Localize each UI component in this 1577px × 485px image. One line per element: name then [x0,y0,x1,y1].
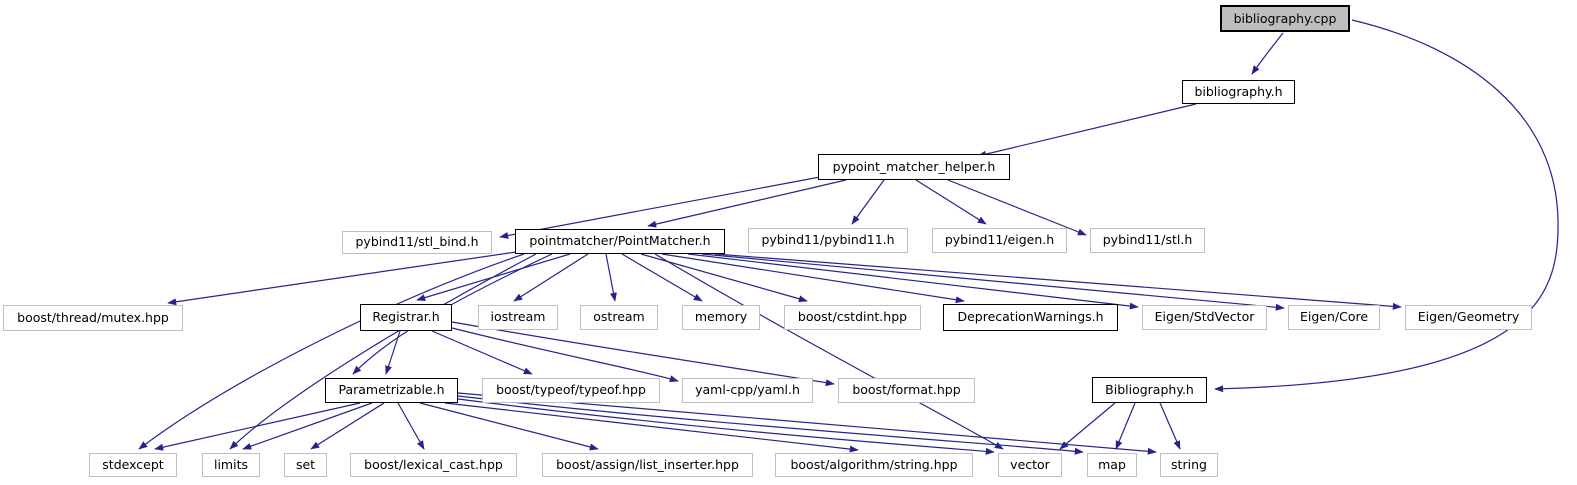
edge-parametrizable-h--stdexcept [154,402,361,451]
edge-pointmatcher-pointmatcher-h--iostream [513,253,589,302]
node-boost-algorithm-string-hpp[interactable]: boost/algorithm/string.hpp [775,453,973,477]
node-string[interactable]: string [1160,453,1218,477]
edge-registrar-h--yaml-cpp-yaml-h [451,327,679,383]
node-vector[interactable]: vector [998,453,1062,477]
edge-parametrizable-h--map [457,395,1084,455]
edge-pointmatcher-pointmatcher-h--limits [229,253,537,450]
node-map[interactable]: map [1087,453,1137,477]
node-boost-thread-mutex-hpp[interactable]: boost/thread/mutex.hpp [3,305,183,331]
edge-registrar-h--parametrizable-h [385,330,401,375]
node-memory[interactable]: memory [682,305,760,330]
node-limits[interactable]: limits [202,453,260,477]
node-set[interactable]: set [284,453,327,477]
node-pybind11-stl-bind-h[interactable]: pybind11/stl_bind.h [342,231,492,254]
node-eigen-geometry[interactable]: Eigen/Geometry [1405,305,1532,330]
edge-bibliography-lib-h--string [1159,402,1181,450]
edge-pointmatcher-pointmatcher-h--registrar-h [416,253,571,301]
node-pybind11-pybind11-h[interactable]: pybind11/pybind11.h [748,228,908,253]
edge-pypoint-matcher-helper-h--pybind11-stl-bind-h [499,176,821,239]
edge-pointmatcher-pointmatcher-h--eigen-core [701,253,1285,311]
node-registrar-h[interactable]: Registrar.h [360,304,452,331]
edge-bibliography-cpp--bibliography-h [1251,32,1284,75]
edge-registrar-h--boost-typeof-typeof-hpp [431,330,533,375]
edge-pointmatcher-pointmatcher-h--boost-thread-mutex-hpp [167,251,517,306]
edge-parametrizable-h--boost-lexical-cast-hpp [397,402,425,450]
edge-bibliography-lib-h--map [1115,402,1136,450]
edge-parametrizable-h--boost-assign-list-inserter-hpp [419,402,599,451]
node-boost-typeof-typeof-hpp[interactable]: boost/typeof/typeof.hpp [482,378,660,403]
node-boost-cstdint-hpp[interactable]: boost/cstdint.hpp [784,305,921,330]
node-boost-format-hpp[interactable]: boost/format.hpp [838,378,975,403]
node-pybind11-stl-h[interactable]: pybind11/stl.h [1090,228,1205,253]
node-bibliography-cpp[interactable]: bibliography.cpp [1220,5,1350,32]
edge-pointmatcher-pointmatcher-h--memory [621,253,703,302]
edge-pypoint-matcher-helper-h--pointmatcher-pointmatcher-h [647,179,847,228]
edge-bibliography-h--pypoint-matcher-helper-h [977,103,1197,158]
node-yaml-cpp-yaml-h[interactable]: yaml-cpp/yaml.h [682,378,813,403]
node-boost-lexical-cast-hpp[interactable]: boost/lexical_cast.hpp [350,453,517,477]
edge-parametrizable-h--boost-algorithm-string-hpp [444,402,859,453]
node-parametrizable-h[interactable]: Parametrizable.h [325,378,458,403]
edge-pypoint-matcher-helper-h--pybind11-stl-h [947,179,1087,236]
edge-pointmatcher-pointmatcher-h--deprecationwarnings-h [661,253,965,304]
node-ostream[interactable]: ostream [580,305,658,330]
edge-parametrizable-h--string [457,392,1157,455]
node-eigen-core[interactable]: Eigen/Core [1288,305,1380,330]
edge-parametrizable-h--set [310,402,385,450]
edge-pointmatcher-pointmatcher-h--ostream [605,253,617,302]
node-pybind11-eigen-h[interactable]: pybind11/eigen.h [932,228,1067,253]
node-bibliography-h[interactable]: bibliography.h [1182,80,1295,104]
edge-parametrizable-h--vector [457,398,995,455]
edge-pointmatcher-pointmatcher-h--eigen-geometry [714,253,1402,310]
node-iostream[interactable]: iostream [478,305,558,330]
edge-pypoint-matcher-helper-h--pybind11-pybind11-h [851,179,885,225]
edge-pointmatcher-pointmatcher-h--stdexcept [138,253,525,450]
node-eigen-stdvector[interactable]: Eigen/StdVector [1142,305,1267,330]
edge-pointmatcher-pointmatcher-h--eigen-stdvector [687,253,1139,310]
edge-pypoint-matcher-helper-h--pybind11-eigen-h [915,179,987,225]
edge-bibliography-cpp--bibliography-lib-h [1214,19,1559,393]
edge-parametrizable-h--limits [242,402,373,450]
node-boost-assign-list-inserter-hpp[interactable]: boost/assign/list_inserter.hpp [542,453,753,477]
edge-pointmatcher-pointmatcher-h--vector [654,253,1004,450]
node-deprecationwarnings-h[interactable]: DeprecationWarnings.h [943,304,1118,331]
edge-bibliography-lib-h--vector [1059,402,1116,450]
node-pypoint-matcher-helper-h[interactable]: pypoint_matcher_helper.h [818,154,1010,180]
edge-registrar-h--boost-format-hpp [451,321,835,387]
node-bibliography-lib-h[interactable]: Bibliography.h [1092,377,1207,403]
node-stdexcept[interactable]: stdexcept [89,453,177,477]
node-pointmatcher-pointmatcher-h[interactable]: pointmatcher/PointMatcher.h [515,229,725,254]
